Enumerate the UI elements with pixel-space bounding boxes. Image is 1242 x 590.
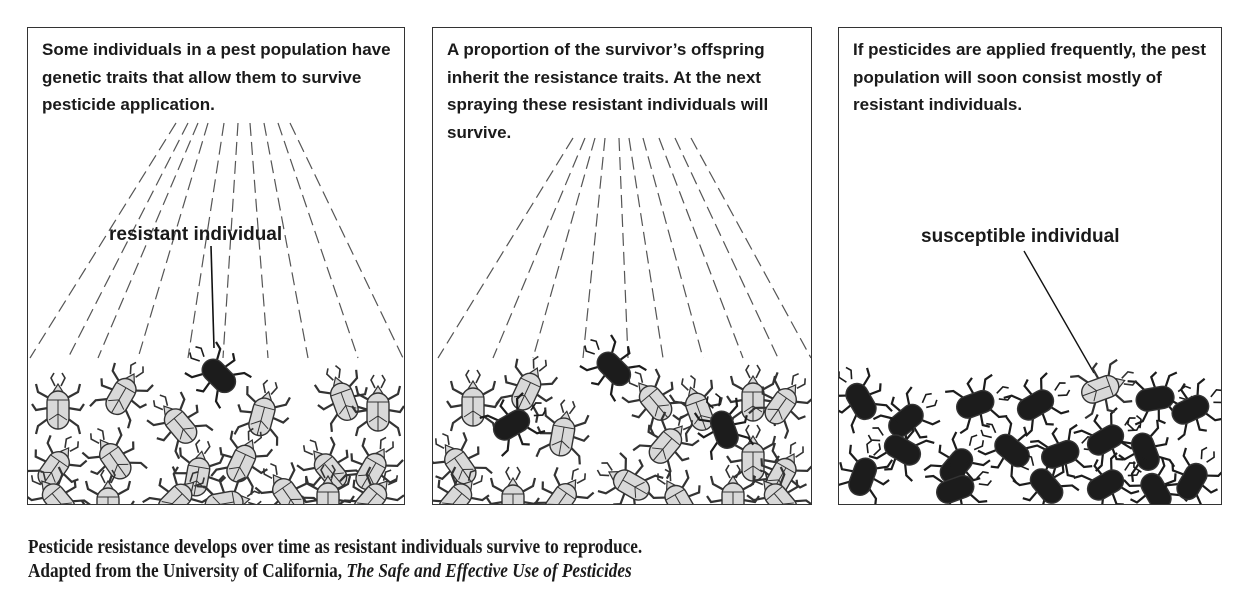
resistant-beetle bbox=[1003, 372, 1071, 437]
susceptible-beetle bbox=[28, 466, 92, 504]
susceptible-beetle bbox=[706, 464, 760, 504]
spray-line bbox=[642, 137, 704, 359]
spray-line bbox=[674, 137, 779, 359]
pointer-line bbox=[1023, 250, 1095, 374]
panel-2-illustration bbox=[433, 137, 811, 504]
susceptible-beetle bbox=[495, 355, 559, 423]
panel-2-text: A proportion of the survivor’s offspring… bbox=[447, 40, 769, 142]
resistant-beetle bbox=[925, 458, 992, 504]
spray-line bbox=[690, 137, 811, 359]
spray-line bbox=[67, 122, 189, 359]
spray-line bbox=[582, 137, 606, 359]
resistant-beetle bbox=[1123, 456, 1188, 504]
resistant-beetle bbox=[1073, 407, 1141, 472]
susceptible-beetle bbox=[31, 372, 85, 435]
resistant-beetle bbox=[1160, 446, 1221, 504]
resistant-beetle bbox=[839, 366, 893, 434]
susceptible-beetle bbox=[81, 469, 135, 504]
susceptible-beetle bbox=[254, 461, 321, 504]
susceptible-beetle bbox=[486, 466, 540, 504]
resistant-beetle bbox=[1114, 415, 1176, 482]
susceptible-individual-label: susceptible individual bbox=[921, 226, 1120, 247]
susceptible-beetle bbox=[301, 464, 355, 504]
susceptible-beetle bbox=[81, 426, 148, 494]
spray-line bbox=[532, 137, 596, 359]
resistant-individual-label: resistant individual bbox=[109, 224, 283, 245]
susceptible-beetle bbox=[296, 436, 364, 504]
susceptible-beetle bbox=[647, 468, 701, 504]
pointer-line bbox=[210, 245, 215, 349]
resistant-beetle bbox=[839, 440, 894, 504]
susceptible-beetle bbox=[748, 371, 811, 439]
susceptible-beetle bbox=[535, 399, 590, 465]
susceptible-beetle bbox=[233, 379, 291, 446]
resistant-beetle bbox=[693, 393, 755, 460]
resistant-beetle bbox=[184, 341, 252, 409]
susceptible-beetle bbox=[142, 466, 210, 504]
panel-3-resistant-population: If pesticides are applied frequently, th… bbox=[838, 27, 1222, 505]
resistant-beetle bbox=[479, 392, 547, 457]
susceptible-beetle bbox=[446, 369, 500, 432]
caption-source: Adapted from the University of Californi… bbox=[28, 560, 347, 582]
panel-2-offspring: A proportion of the survivor’s offspring… bbox=[432, 27, 812, 505]
spray-line bbox=[137, 122, 209, 359]
susceptible-beetle bbox=[351, 374, 404, 437]
susceptible-beetle bbox=[196, 476, 262, 504]
susceptible-beetle bbox=[146, 391, 214, 460]
susceptible-beetle bbox=[596, 452, 664, 504]
resistant-beetle bbox=[1159, 377, 1221, 441]
panel-3-illustration bbox=[839, 250, 1221, 504]
spray-line bbox=[658, 137, 744, 359]
spray-line bbox=[618, 137, 629, 359]
susceptible-beetle bbox=[89, 361, 154, 429]
susceptible-beetle bbox=[433, 431, 493, 499]
susceptible-beetle bbox=[746, 466, 811, 504]
panel-1-illustration bbox=[28, 122, 404, 504]
resistant-beetle bbox=[1073, 452, 1141, 504]
panel-3-text: If pesticides are applied frequently, th… bbox=[853, 40, 1206, 114]
spray-line bbox=[263, 122, 309, 359]
caption-line-2: Adapted from the University of Californi… bbox=[28, 560, 632, 583]
resistant-beetle bbox=[945, 373, 1012, 435]
resistant-beetle bbox=[867, 417, 935, 482]
caption-line-1: Pesticide resistance develops over time … bbox=[28, 536, 643, 558]
susceptible-beetle bbox=[1070, 358, 1137, 420]
spray-line bbox=[289, 122, 404, 359]
resistant-beetle bbox=[579, 334, 647, 402]
spray-line bbox=[187, 122, 225, 359]
spray-line bbox=[29, 122, 177, 359]
susceptible-beetle bbox=[337, 466, 404, 504]
spray-line bbox=[437, 137, 574, 359]
susceptible-beetle bbox=[433, 466, 490, 504]
spray-line bbox=[492, 137, 586, 359]
caption-book-title: The Safe and Effective Use of Pesticides bbox=[346, 560, 632, 582]
spray-line bbox=[222, 122, 239, 359]
spray-line bbox=[249, 122, 269, 359]
spray-line bbox=[277, 122, 359, 359]
spray-line bbox=[97, 122, 199, 359]
susceptible-beetle bbox=[210, 427, 274, 495]
panel-1-initial-population: Some individuals in a pest population ha… bbox=[27, 27, 405, 505]
susceptible-beetle bbox=[528, 466, 595, 504]
resistant-beetle bbox=[1012, 451, 1080, 504]
susceptible-beetle bbox=[632, 411, 700, 480]
panel-1-text: Some individuals in a pest population ha… bbox=[42, 40, 391, 114]
spray-line bbox=[628, 137, 664, 359]
